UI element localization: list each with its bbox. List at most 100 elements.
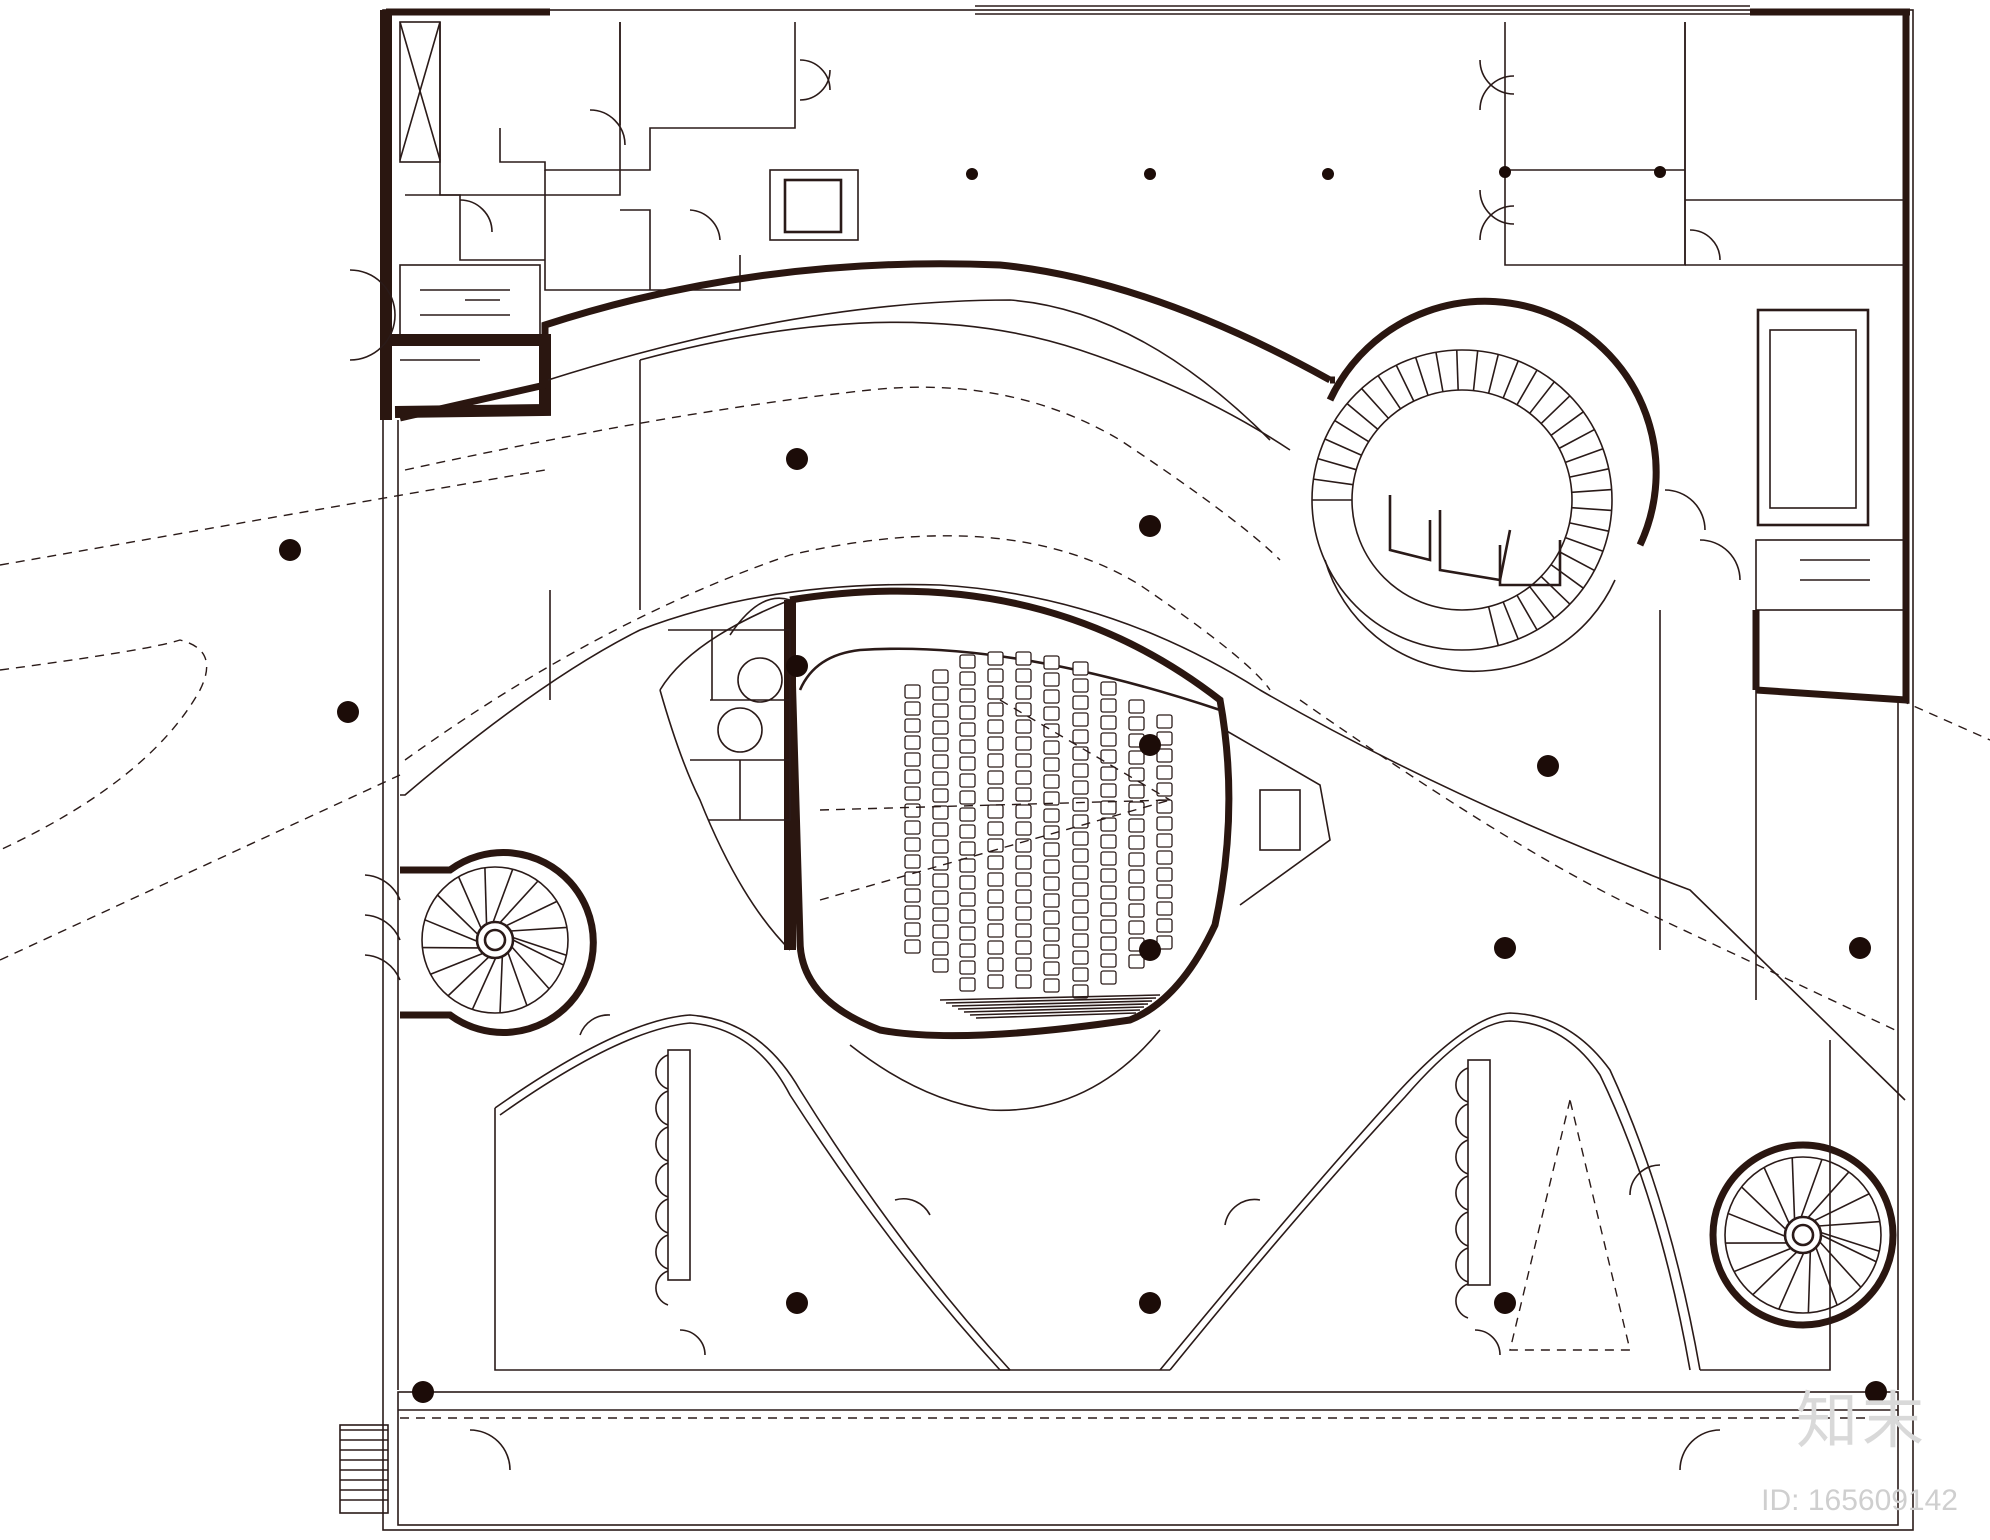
seat-icon — [1100, 919, 1117, 934]
seat-icon — [1043, 842, 1060, 857]
seat-icon — [1100, 715, 1117, 730]
seat-icon — [959, 824, 976, 839]
seat-icon — [1043, 689, 1060, 704]
seating-step — [975, 1012, 1137, 1019]
seat-icon — [987, 821, 1004, 836]
stair-tread — [512, 939, 564, 966]
stair-tread — [1819, 1241, 1862, 1288]
locker — [655, 1126, 669, 1162]
watermark-id: ID: 165609142 — [1761, 1484, 1958, 1517]
seat-icon — [987, 872, 1004, 887]
seat-icon — [1128, 954, 1145, 969]
stair-tread — [1455, 350, 1459, 391]
seat-icon — [932, 839, 949, 854]
stair-tread — [492, 868, 514, 923]
seat-icon — [932, 890, 949, 905]
seat-icon — [1043, 655, 1060, 670]
locker-row — [1455, 1067, 1469, 1319]
column-icon — [1865, 1381, 1887, 1403]
seat-icon — [1043, 893, 1060, 908]
seat-icon — [1100, 834, 1117, 849]
seat-icon — [1100, 970, 1117, 985]
locker — [655, 1198, 669, 1234]
stair-tread — [484, 867, 488, 925]
column-icon — [1537, 755, 1559, 777]
stair-tread — [1540, 395, 1571, 425]
column-icon — [1654, 166, 1666, 178]
seat-icon — [1043, 723, 1060, 738]
seat-icon — [1156, 901, 1173, 916]
seat-icon — [987, 668, 1004, 683]
stair-tread — [507, 952, 528, 1006]
service-rooms-top-right — [1479, 22, 1907, 611]
locker — [1455, 1211, 1469, 1247]
seat-icon — [1100, 732, 1117, 747]
seat-icon — [1043, 672, 1060, 687]
column-icon — [1144, 168, 1156, 180]
seat-icon — [932, 941, 949, 956]
stair-tread — [505, 900, 558, 927]
seat-icon — [904, 939, 921, 954]
seat-icon — [1015, 889, 1032, 904]
seat-icon — [904, 888, 921, 903]
stair-tread — [1763, 1167, 1790, 1224]
stair-tread — [1733, 1247, 1792, 1273]
column-icon — [1499, 166, 1511, 178]
seat-icon — [1043, 944, 1060, 959]
seat-icon — [1015, 821, 1032, 836]
seat-icon — [987, 855, 1004, 870]
seat-icon — [1156, 782, 1173, 797]
seat-icon — [904, 837, 921, 852]
seat-icon — [1100, 749, 1117, 764]
stair-tread — [1813, 1193, 1870, 1222]
stair-tread — [1529, 586, 1555, 619]
seat-icon — [1072, 882, 1089, 897]
seat-icon — [1128, 835, 1145, 850]
seat-icon — [932, 686, 949, 701]
stair-tread — [1334, 419, 1370, 443]
stair-tread — [1516, 594, 1538, 631]
seat-icon — [959, 926, 976, 941]
seat-icon — [932, 720, 949, 735]
locker — [655, 1090, 669, 1126]
seat-icon — [959, 671, 976, 686]
seat-icon — [1015, 770, 1032, 785]
seat-icon — [1072, 950, 1089, 965]
seat-icon — [1128, 886, 1145, 901]
seat-icon — [987, 787, 1004, 802]
seat-icon — [1156, 884, 1173, 899]
seat-icon — [1043, 740, 1060, 755]
seat-icon — [1043, 978, 1060, 993]
stair-tread — [1571, 506, 1612, 512]
stair-tread — [1516, 369, 1538, 406]
stair-tread — [499, 956, 504, 1013]
seat-icon — [987, 838, 1004, 853]
column-icon — [786, 655, 808, 677]
stair-tread — [1565, 536, 1604, 553]
stair-tread — [1487, 354, 1500, 394]
stair-tread — [1558, 428, 1595, 450]
stair-tread — [436, 894, 479, 936]
locker — [655, 1270, 669, 1306]
stair-tread — [1571, 488, 1612, 494]
seat-icon — [1128, 801, 1145, 816]
seat-icon — [1072, 695, 1089, 710]
seat-icon — [1043, 757, 1060, 772]
seat-icon — [1015, 906, 1032, 921]
seat-icon — [1043, 927, 1060, 942]
seat-icon — [1043, 961, 1060, 976]
seat-icon — [1015, 957, 1032, 972]
stair-tread — [1377, 375, 1402, 410]
stair-tread — [1317, 457, 1357, 471]
seat-icon — [959, 977, 976, 992]
seat-icon — [1072, 729, 1089, 744]
seat-icon — [1072, 797, 1089, 812]
stair-tread — [1324, 438, 1362, 456]
column-icon — [1494, 937, 1516, 959]
stair-tread — [1529, 381, 1555, 414]
curved-corridor-walls — [399, 260, 1910, 1101]
column-icon — [786, 448, 808, 470]
seat-icon — [1072, 916, 1089, 931]
column-icon — [1139, 939, 1161, 961]
seat-icon — [932, 669, 949, 684]
